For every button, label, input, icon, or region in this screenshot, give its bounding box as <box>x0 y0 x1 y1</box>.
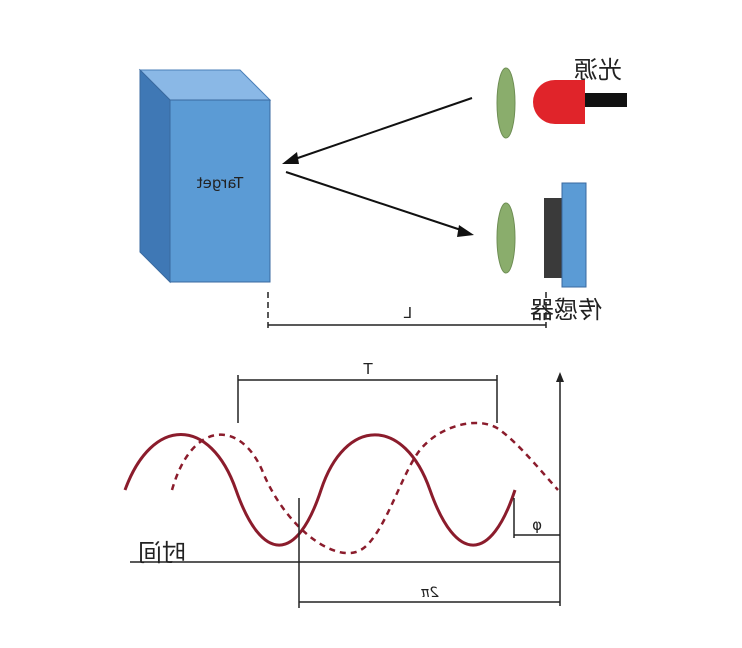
light-source-lead <box>585 93 627 107</box>
phase-dimension: φ <box>513 498 560 538</box>
target-box-front <box>169 99 271 283</box>
light-rays <box>282 97 474 237</box>
target-label: Target <box>197 174 245 192</box>
phase-label: φ <box>532 516 542 534</box>
sensor-dark-plate <box>544 198 562 278</box>
light-source: 光源 <box>533 56 627 124</box>
reflected-ray <box>285 171 465 232</box>
receiver-lens <box>496 202 516 274</box>
light-source-bulb <box>533 80 585 124</box>
axes: 时间 <box>130 372 564 606</box>
target-box-side <box>139 68 171 284</box>
light-source-label: 光源 <box>574 56 622 84</box>
sensor: 传感器 <box>530 182 602 324</box>
target-box: Target <box>138 68 272 284</box>
distance-label: L <box>403 304 412 322</box>
vertical-axis-arrowhead <box>556 372 564 382</box>
distance-dimension: L <box>267 292 547 332</box>
two-pi-dimension: 2π <box>298 498 560 608</box>
received-wave <box>170 421 559 555</box>
sensor-blue-plate <box>561 182 587 288</box>
period-dimension: T <box>237 360 498 423</box>
emitted-ray-arrowhead <box>282 152 299 164</box>
emitted-ray <box>291 97 473 161</box>
waveforms <box>123 421 559 555</box>
two-pi-label: 2π <box>421 585 439 601</box>
emitter-lens <box>496 67 516 139</box>
reflected-ray-arrowhead <box>457 225 474 237</box>
period-label: T <box>363 360 374 378</box>
time-axis-label: 时间 <box>138 539 186 567</box>
emitted-wave <box>123 433 517 547</box>
sensor-label: 传感器 <box>530 296 602 324</box>
